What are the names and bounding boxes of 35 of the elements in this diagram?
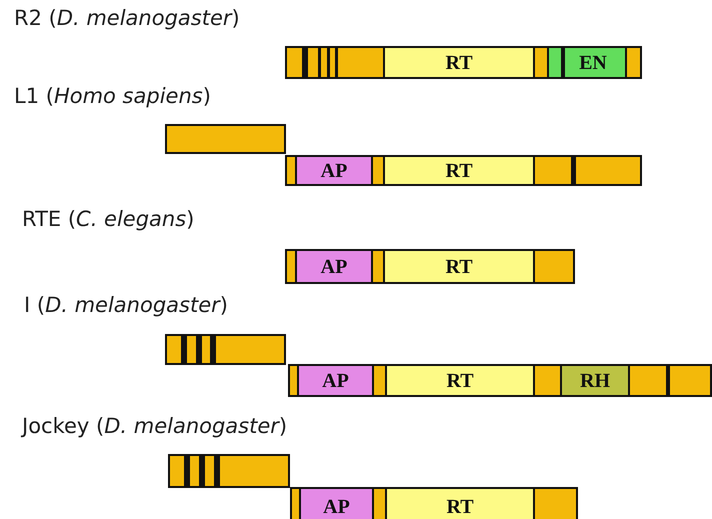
element-title: R2 (D. melanogaster) <box>14 6 240 32</box>
element-title: I (D. melanogaster) <box>24 293 228 318</box>
protein-domain <box>385 489 535 519</box>
domain-label: RT <box>445 256 473 276</box>
element-title: RTE (C. elegans) <box>22 207 194 232</box>
domain-label: AP <box>320 256 348 276</box>
protein-domain <box>297 366 374 395</box>
domain-label: EN <box>579 52 607 72</box>
protein-domain <box>560 366 630 395</box>
orf-bar <box>285 249 575 284</box>
protein-domain <box>295 251 373 282</box>
orf-bar <box>165 334 286 365</box>
orf-bar <box>168 454 290 488</box>
orf-bar <box>165 124 286 154</box>
domain-label: RT <box>445 52 473 72</box>
domain-label: RH <box>580 370 610 390</box>
orf-bar <box>285 46 642 79</box>
domain-label: AP <box>322 370 349 390</box>
domain-label: AP <box>320 160 348 180</box>
domain-label: AP <box>323 497 350 517</box>
protein-domain <box>383 251 535 282</box>
protein-domain <box>383 157 535 184</box>
protein-domain <box>385 366 535 395</box>
domain-label: RT <box>445 160 473 180</box>
element-title: L1 (Homo sapiens) <box>14 84 211 110</box>
protein-domain <box>295 157 373 184</box>
orf-bar <box>290 487 578 519</box>
protein-domain <box>299 489 374 519</box>
orf-bar <box>288 364 712 397</box>
orf-bar <box>285 155 642 186</box>
domain-label: RT <box>446 370 474 390</box>
protein-domain <box>383 48 535 77</box>
protein-domain <box>547 48 627 77</box>
domain-label: RT <box>446 497 474 517</box>
element-title: Jockey (D. melanogaster) <box>22 414 288 440</box>
